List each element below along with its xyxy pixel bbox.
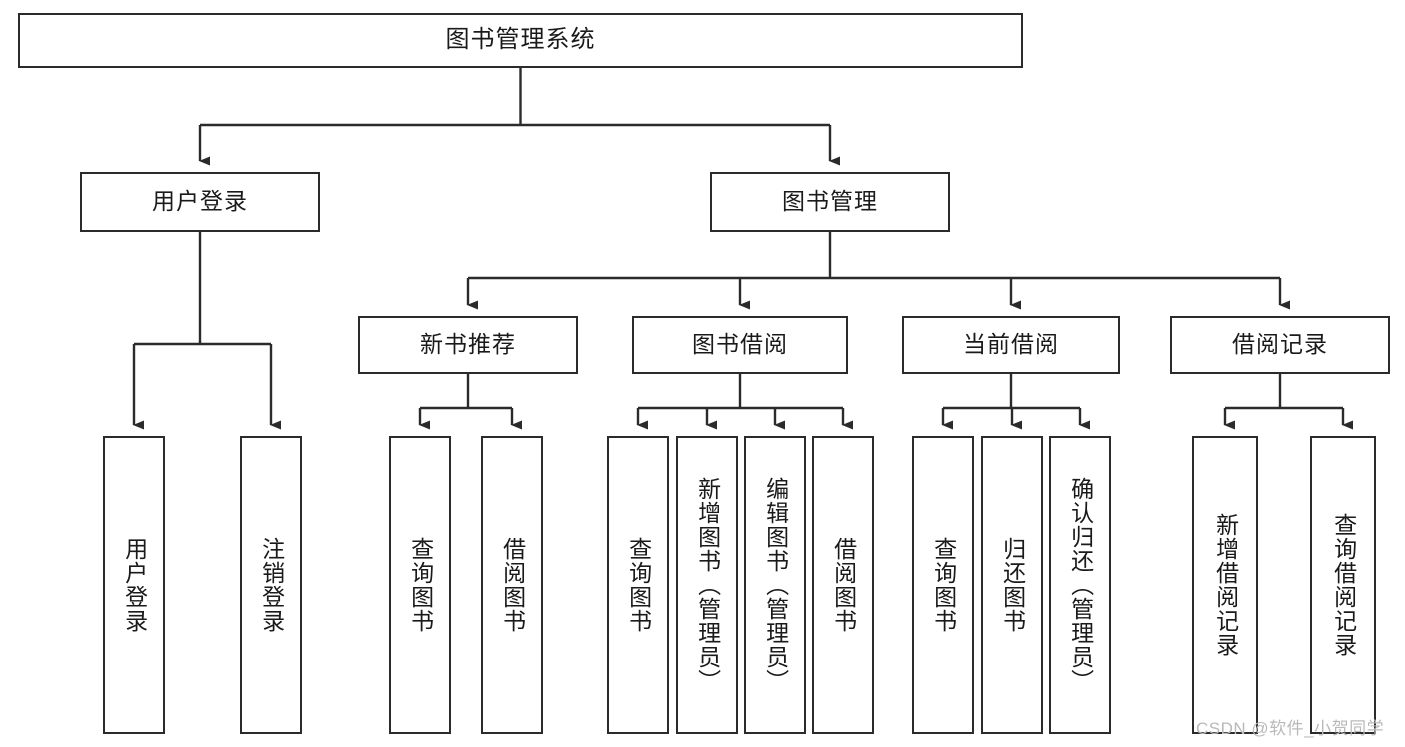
node-label: 新增图书（管理员）	[694, 477, 721, 693]
node-label: 确认归还（管理员）	[1067, 477, 1094, 693]
node-label: 用户登录	[152, 188, 248, 215]
node-label: 查询图书	[407, 537, 434, 633]
node-f2[interactable]: 注销登录	[240, 436, 302, 734]
node-label: 图书借阅	[692, 331, 788, 358]
node-label: 用户登录	[121, 537, 148, 633]
node-label: 注销登录	[258, 537, 285, 633]
node-f5[interactable]: 查询图书	[607, 436, 669, 734]
node-label: 图书管理系统	[445, 26, 596, 54]
csdn-watermark: CSDN @软件_小贺同学	[1196, 719, 1385, 738]
node-root[interactable]: 图书管理系统	[18, 13, 1023, 68]
node-label: 归还图书	[999, 537, 1026, 633]
node-f6[interactable]: 新增图书（管理员）	[676, 436, 738, 734]
node-l3b[interactable]: 图书借阅	[632, 316, 848, 374]
node-label: 新增借阅记录	[1212, 513, 1239, 657]
node-f10[interactable]: 归还图书	[981, 436, 1043, 734]
node-f8[interactable]: 借阅图书	[812, 436, 874, 734]
node-f1[interactable]: 用户登录	[103, 436, 165, 734]
node-label: 当前借阅	[963, 331, 1059, 358]
node-label: 借阅图书	[830, 537, 857, 633]
node-l3d[interactable]: 借阅记录	[1170, 316, 1390, 374]
node-f13[interactable]: 查询借阅记录	[1310, 436, 1376, 734]
node-f12[interactable]: 新增借阅记录	[1192, 436, 1258, 734]
node-f9[interactable]: 查询图书	[912, 436, 974, 734]
node-label: 查询借阅记录	[1330, 513, 1357, 657]
node-f3[interactable]: 查询图书	[389, 436, 451, 734]
node-label: 查询图书	[930, 537, 957, 633]
node-f4[interactable]: 借阅图书	[481, 436, 543, 734]
node-label: 新书推荐	[420, 331, 516, 358]
node-l2b[interactable]: 图书管理	[710, 172, 950, 232]
node-l3a[interactable]: 新书推荐	[358, 316, 578, 374]
node-label: 借阅记录	[1232, 331, 1328, 358]
node-label: 借阅图书	[499, 537, 526, 633]
node-label: 图书管理	[782, 188, 878, 215]
node-l3c[interactable]: 当前借阅	[902, 316, 1120, 374]
node-label: 查询图书	[625, 537, 652, 633]
node-label: 编辑图书（管理员）	[762, 477, 789, 693]
node-l2a[interactable]: 用户登录	[80, 172, 320, 232]
node-f7[interactable]: 编辑图书（管理员）	[744, 436, 806, 734]
node-f11[interactable]: 确认归还（管理员）	[1049, 436, 1111, 734]
